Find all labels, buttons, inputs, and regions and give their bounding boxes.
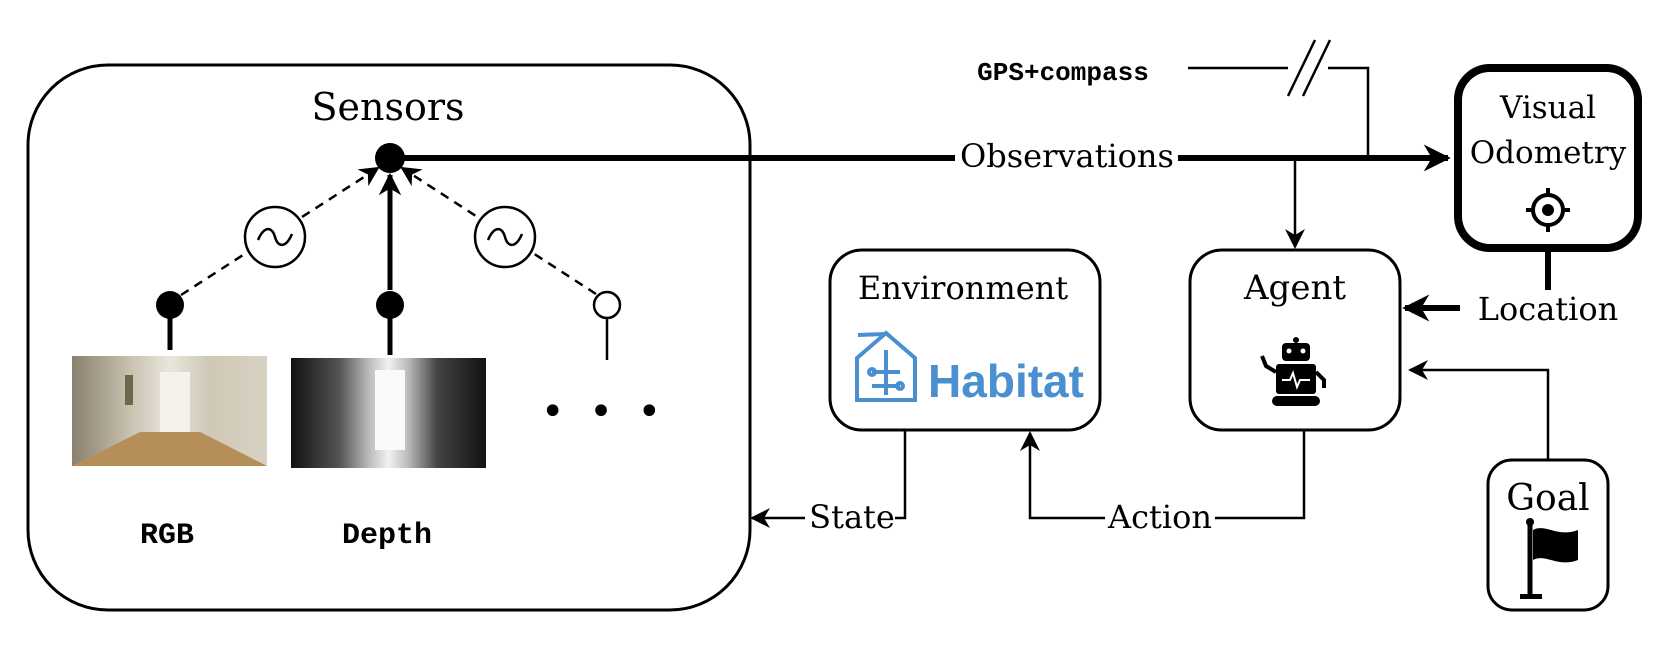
robot-icon <box>1260 337 1326 406</box>
gps-compass-line <box>1188 66 1370 158</box>
other-sensor-node <box>592 290 622 320</box>
visual-odometry-line2: Odometry <box>1470 135 1627 171</box>
visual-odometry-box: Visual Odometry <box>1454 64 1642 252</box>
environment-box: Environment Habitat <box>828 248 1102 432</box>
gps-compass-label: GPS+compass <box>977 58 1149 88</box>
rgb-label: RGB <box>140 519 194 553</box>
habitat-logo-text: Habitat <box>928 355 1084 407</box>
rgb-image <box>72 356 267 466</box>
depth-node <box>376 291 404 319</box>
action-label: Action <box>1107 498 1212 536</box>
sensors-title: Sensors <box>311 85 464 129</box>
goal-to-agent-arrow <box>1408 360 1550 460</box>
agent-box: Agent <box>1188 248 1402 432</box>
habitat-house-icon <box>855 330 917 402</box>
state-label: State <box>809 498 895 536</box>
target-icon <box>1526 188 1570 232</box>
sensors-box: Sensors • • • RGB D <box>26 63 752 612</box>
depth-image <box>291 358 486 468</box>
gps-break-mark <box>1286 39 1317 97</box>
agent-title: Agent <box>1243 268 1346 308</box>
action-arrow <box>1020 431 1105 520</box>
depth-label: Depth <box>342 519 432 553</box>
goal-box: Goal <box>1486 458 1610 612</box>
goal-title: Goal <box>1506 478 1589 519</box>
rgb-node <box>156 291 184 319</box>
more-sensors-ellipsis: • • • <box>541 389 667 435</box>
environment-title: Environment <box>858 269 1068 307</box>
flag-icon <box>1520 518 1578 599</box>
observations-label: Observations <box>960 137 1174 175</box>
sensor-fusion-node <box>375 143 405 173</box>
visual-odometry-line1: Visual <box>1499 90 1596 126</box>
location-label: Location <box>1478 290 1618 328</box>
